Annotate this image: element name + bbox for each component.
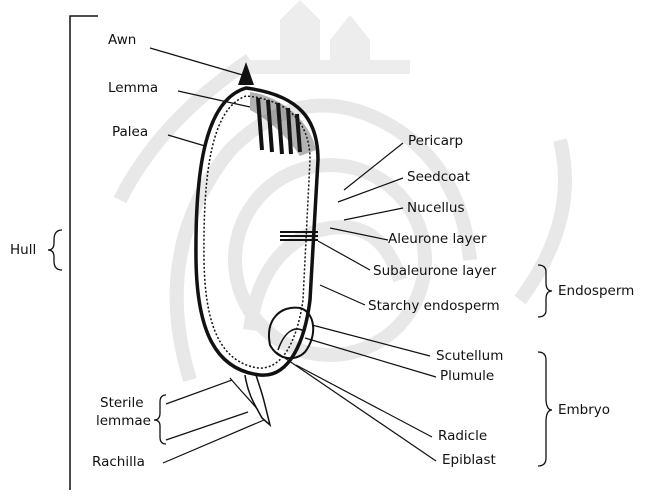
- awn-tip: [238, 62, 254, 85]
- label-radicle: Radicle: [438, 428, 487, 444]
- label-starchy: Starchy endosperm: [368, 298, 500, 314]
- embryo-brace: [538, 352, 552, 466]
- label-palea: Palea: [112, 124, 148, 140]
- sterile-brace: [154, 395, 166, 444]
- label-rachilla: Rachilla: [92, 454, 145, 470]
- label-subaleurone: Subaleurone layer: [373, 263, 496, 279]
- label-endosperm: Endosperm: [558, 283, 634, 299]
- label-scutellum: Scutellum: [436, 348, 503, 364]
- label-awn: Awn: [108, 32, 136, 48]
- endosperm-brace: [538, 265, 552, 317]
- label-hull: Hull: [10, 242, 36, 258]
- label-epiblast: Epiblast: [442, 452, 496, 468]
- label-sterile: Sterile: [100, 395, 144, 411]
- label-lemmae: lemmae: [96, 413, 151, 429]
- hull-brace: [48, 230, 62, 270]
- hull-bracket: [70, 16, 98, 490]
- label-lemma: Lemma: [108, 80, 158, 96]
- label-plumule: Plumule: [440, 368, 494, 384]
- label-embryo: Embryo: [558, 402, 610, 418]
- label-pericarp: Pericarp: [408, 133, 463, 149]
- label-nucellus: Nucellus: [407, 200, 464, 216]
- leader-lines: [150, 48, 436, 463]
- label-aleurone: Aleurone layer: [388, 231, 486, 247]
- label-seedcoat: Seedcoat: [407, 169, 470, 185]
